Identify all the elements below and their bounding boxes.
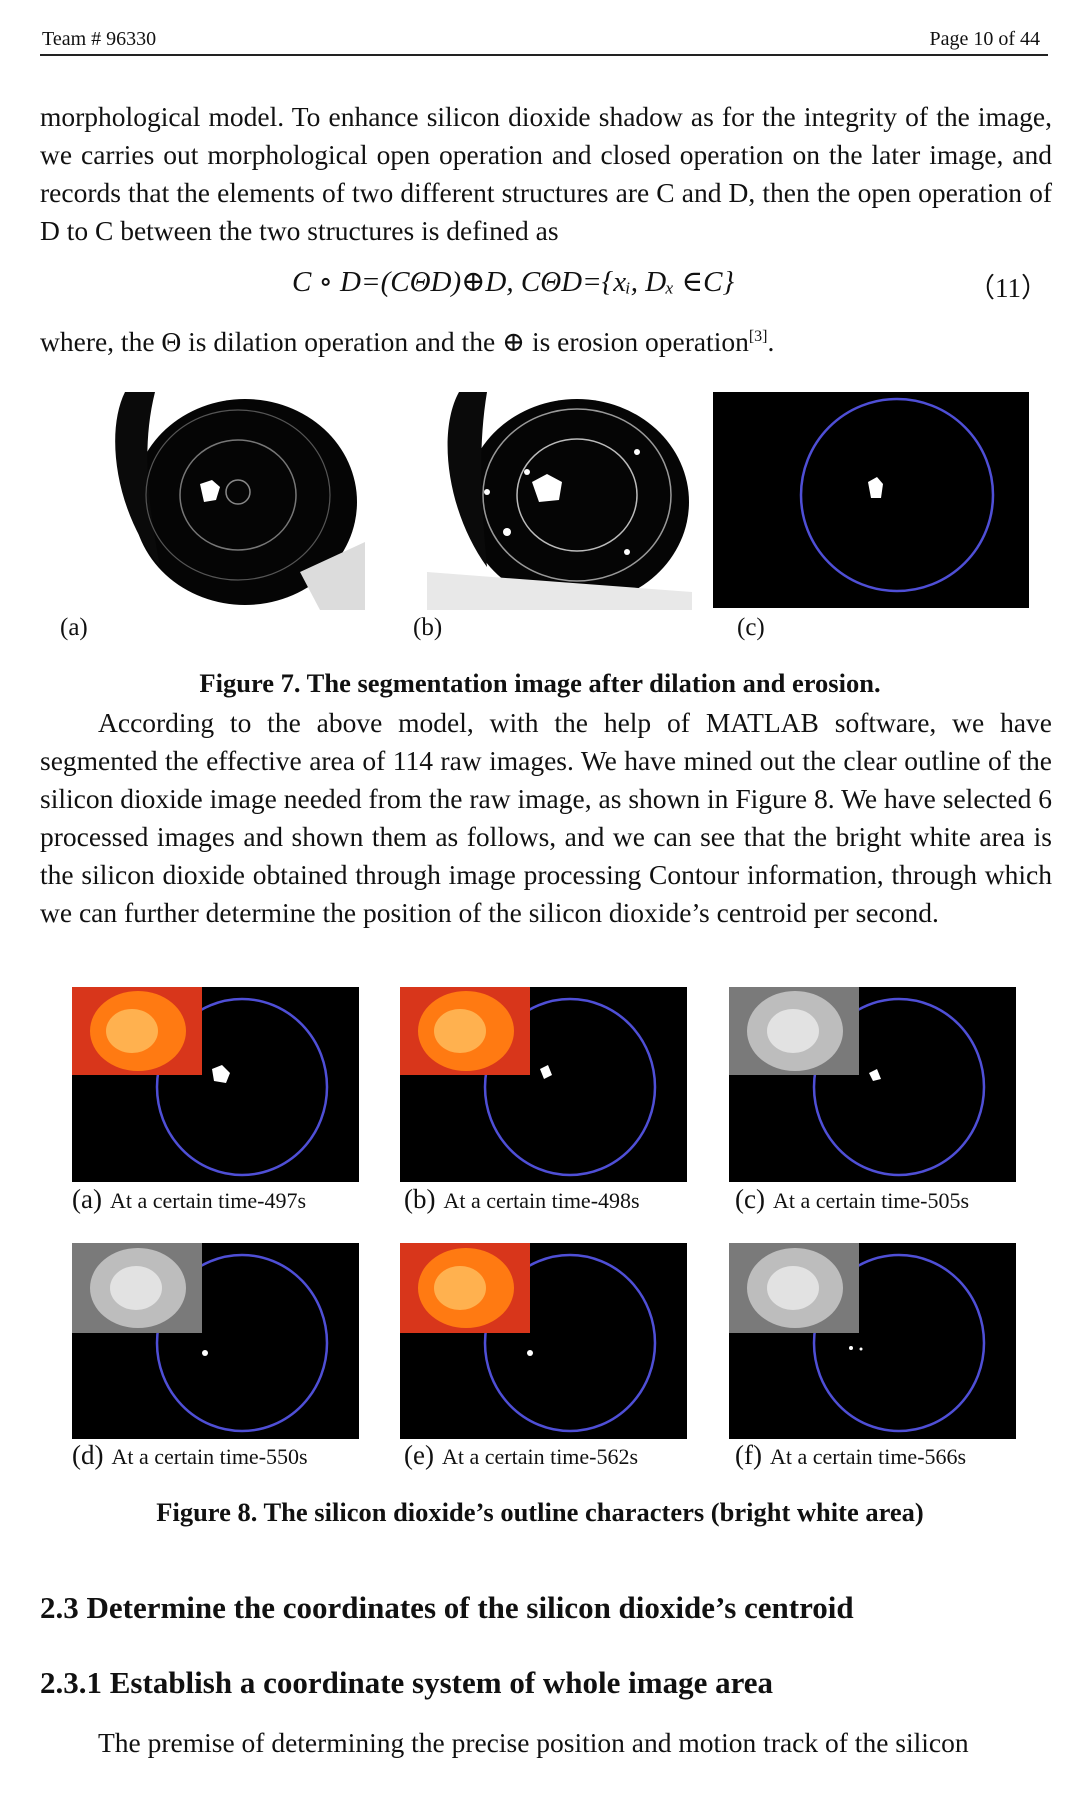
figure8-image-f bbox=[729, 1243, 1016, 1439]
figure8-text-b: At a certain time-498s bbox=[443, 1188, 640, 1213]
page-number: Page 10 of 44 bbox=[929, 28, 1040, 50]
figure7-label-c: (c) bbox=[737, 614, 765, 641]
equation-formula: C ∘ D=(CΘD)⊕D, CΘD={xᵢ, Dₓ ∈C} bbox=[292, 266, 735, 298]
figure8-image-a bbox=[72, 987, 359, 1182]
figure7-caption: Figure 7. The segmentation image after d… bbox=[199, 668, 881, 698]
figure8-caption-a: (a) At a certain time-497s bbox=[72, 1184, 306, 1215]
paragraph-2: According to the above model, with the h… bbox=[40, 707, 1052, 928]
figure8-image-e bbox=[400, 1243, 687, 1439]
subsection-heading-2-3-1: 2.3.1 Establish a coordinate system of w… bbox=[40, 1665, 774, 1700]
figure8-caption-c: (c) At a certain time-505s bbox=[735, 1184, 969, 1215]
figure7-label-b: (b) bbox=[413, 614, 443, 641]
figure7-image-c bbox=[713, 392, 1029, 608]
figure8-text-d: At a certain time-550s bbox=[111, 1444, 308, 1469]
where-text: where, the Θ is dilation operation and t… bbox=[40, 326, 749, 357]
figure8-caption-e: (e) At a certain time-562s bbox=[404, 1440, 638, 1471]
figure8-letter-f: (f) bbox=[735, 1440, 762, 1470]
figure8-text-f: At a certain time-566s bbox=[769, 1444, 967, 1469]
figure8-letter-b: (b) bbox=[404, 1184, 436, 1214]
figure8-letter-c: (c) bbox=[735, 1184, 765, 1214]
team-number: Team # 96330 bbox=[42, 28, 157, 50]
equation-number: （11） bbox=[968, 273, 1048, 303]
figure8-caption-d: (d) At a certain time-550s bbox=[72, 1440, 308, 1471]
figure8-letter-d: (d) bbox=[72, 1440, 104, 1470]
figure8-text-a: At a certain time-497s bbox=[109, 1188, 307, 1213]
figure8-caption-f: (f) At a certain time-566s bbox=[735, 1440, 966, 1471]
figure8-text-e: At a certain time-562s bbox=[441, 1444, 639, 1469]
where-line: where, the Θ is dilation operation and t… bbox=[40, 326, 774, 358]
figure7-image-a bbox=[60, 392, 365, 610]
figure8-image-d bbox=[72, 1243, 359, 1439]
equation-11: C ∘ D=(CΘD)⊕D, CΘD={xᵢ, Dₓ ∈C} （11） bbox=[0, 262, 1080, 310]
figure8-letter-a: (a) bbox=[72, 1184, 102, 1214]
page-header: Team # 96330 Page 10 of 44 bbox=[40, 26, 1048, 56]
citation-ref: [3] bbox=[748, 327, 768, 345]
figure8-text-c: At a certain time-505s bbox=[772, 1188, 970, 1213]
where-end: . bbox=[767, 326, 775, 357]
figure8-caption-b: (b) At a certain time-498s bbox=[404, 1184, 640, 1215]
paragraph-3: The premise of determining the precise p… bbox=[98, 1727, 969, 1758]
figure7-label-a: (a) bbox=[60, 614, 88, 641]
paragraph-1: morphological model. To enhance silicon … bbox=[40, 101, 1052, 246]
figure8-image-c bbox=[729, 987, 1016, 1182]
figure8-image-b bbox=[400, 987, 687, 1182]
figure8-caption: Figure 8. The silicon dioxide’s outline … bbox=[156, 1497, 924, 1527]
figure8-letter-e: (e) bbox=[404, 1440, 434, 1470]
figure7-image-b bbox=[427, 392, 692, 610]
section-heading-2-3: 2.3 Determine the coordinates of the sil… bbox=[40, 1590, 854, 1625]
